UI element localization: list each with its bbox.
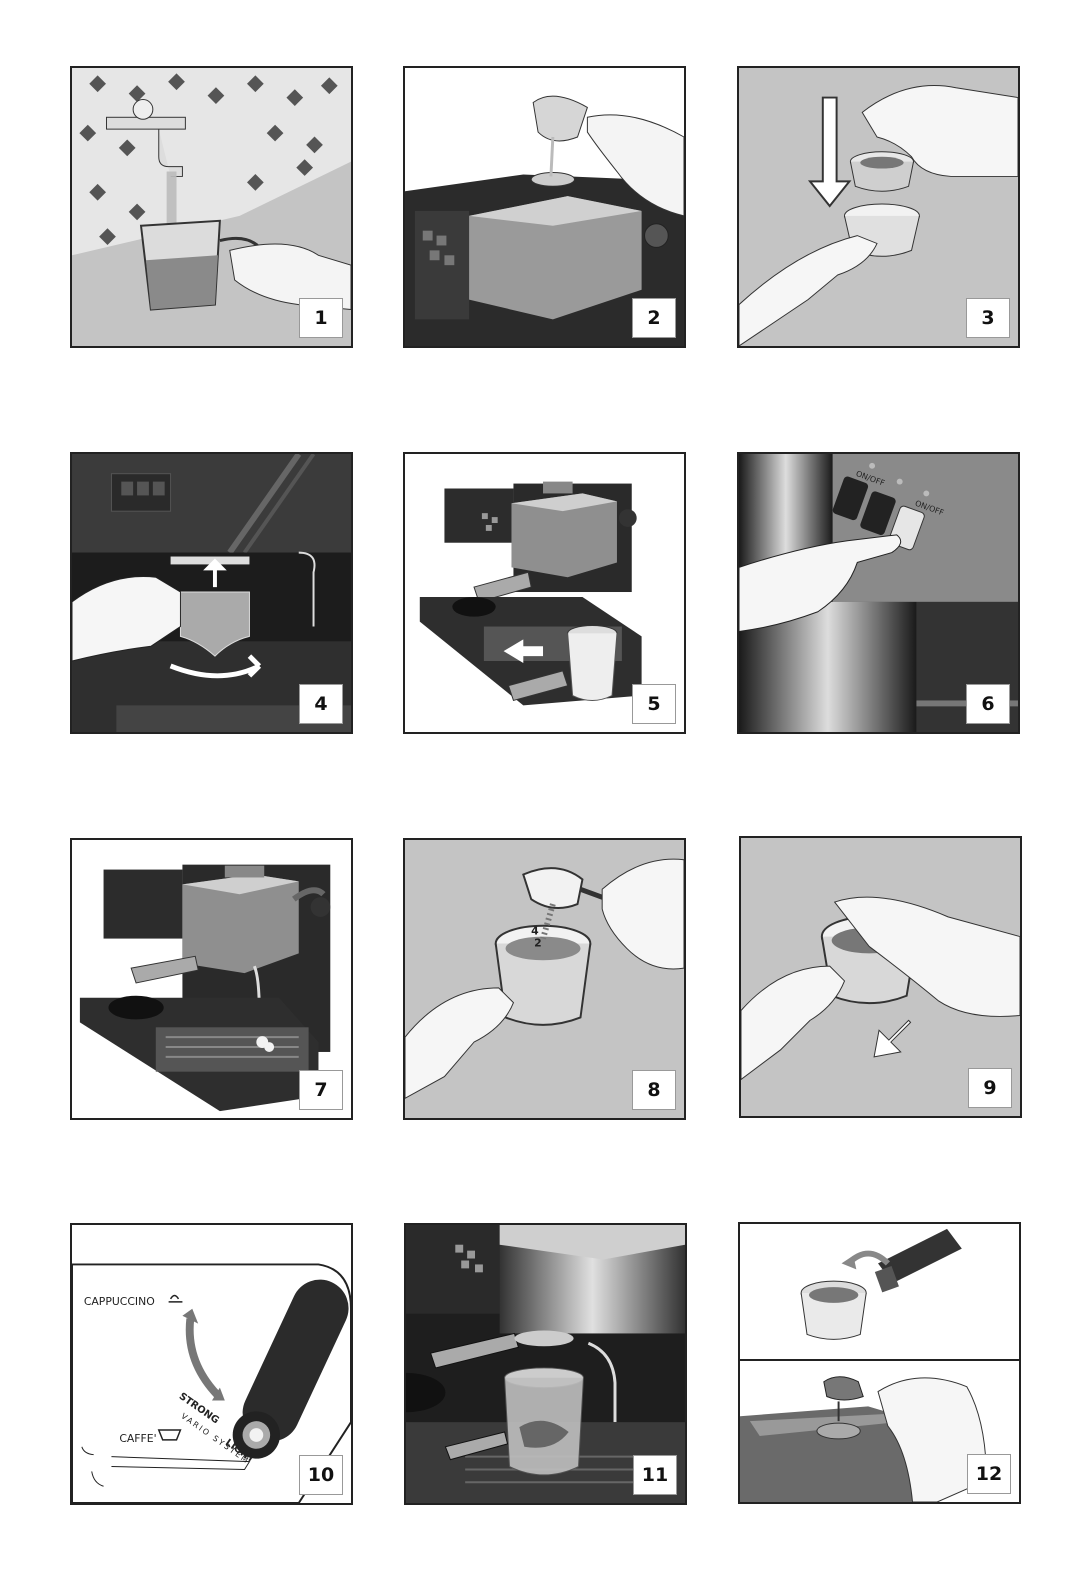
label-cappuccino: CAPPUCCINO — [84, 1295, 155, 1308]
figure-5: 5 — [403, 452, 686, 734]
figure-9: 9 — [739, 836, 1022, 1118]
figure-1: 1 — [70, 66, 353, 348]
figure-12: 12 — [738, 1222, 1021, 1504]
figure-7: 7 — [70, 838, 353, 1120]
figure-number: 7 — [299, 1070, 343, 1110]
figure-10-illustration: CAPPUCCINO STRONG LIGHT VARIO SYSTEM CAF… — [72, 1225, 351, 1503]
figure-3: 3 — [737, 66, 1020, 348]
figure-number: 10 — [299, 1455, 343, 1495]
figure-number: 5 — [632, 684, 676, 724]
figure-number: 12 — [967, 1454, 1011, 1494]
figure-number: 8 — [632, 1070, 676, 1110]
figure-10: CAPPUCCINO STRONG LIGHT VARIO SYSTEM CAF… — [70, 1223, 353, 1505]
figure-6-illustration: ON/OFF ON/OFF — [739, 454, 1018, 732]
scale-mark-2: 2 — [534, 936, 542, 949]
figure-8: 4 2 8 — [403, 838, 686, 1120]
figure-number: 1 — [299, 298, 343, 338]
figure-1-illustration — [72, 68, 351, 346]
figure-number: 9 — [968, 1068, 1012, 1108]
figure-8-illustration: 4 2 — [405, 840, 684, 1118]
figure-11: 11 — [404, 1223, 687, 1505]
figure-6: ON/OFF ON/OFF 6 — [737, 452, 1020, 734]
figure-4: 4 — [70, 452, 353, 734]
figure-number: 3 — [966, 298, 1010, 338]
scale-mark-4: 4 — [531, 925, 539, 938]
figure-number: 4 — [299, 684, 343, 724]
figure-2: 2 — [403, 66, 686, 348]
figure-12-illustration — [740, 1224, 1019, 1502]
figure-number: 11 — [633, 1455, 677, 1495]
label-caffe: CAFFE' — [119, 1432, 156, 1445]
figure-2-illustration — [405, 68, 684, 346]
figure-number: 2 — [632, 298, 676, 338]
figure-number: 6 — [966, 684, 1010, 724]
